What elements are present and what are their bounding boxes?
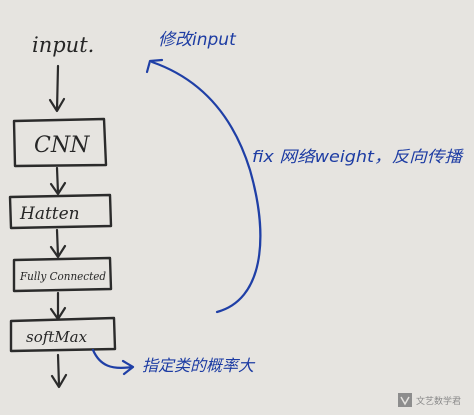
input-label: input. <box>32 33 94 57</box>
arrow-input-cnn-head <box>48 97 66 113</box>
fix-weight-annotation: fix 网络weight，反向传播 <box>252 147 464 166</box>
backprop-curve-head <box>145 58 164 74</box>
watermark-logo-icon <box>398 393 412 407</box>
arrow-softmax-output-head <box>50 373 68 389</box>
blue-arrow-softmax-head <box>121 359 135 376</box>
flatten-box <box>8 193 113 230</box>
arrow-input-cnn <box>55 64 60 112</box>
softmax-box <box>9 316 117 353</box>
softmax-label: softMax <box>26 328 88 346</box>
blue-arrow-softmax <box>91 348 134 369</box>
watermark-logo-mark <box>400 396 410 406</box>
fully-connected-box <box>12 256 113 293</box>
arrow-softmax-output <box>56 353 61 387</box>
arrow-flatten-fc-head <box>49 244 67 259</box>
fully-connected-label: Fully Connected <box>19 270 106 283</box>
arrow-cnn-flatten-head <box>49 181 67 196</box>
cnn-label: CNN <box>34 133 90 158</box>
cnn-box <box>12 117 108 168</box>
modify-input-annotation: 修改input <box>158 30 237 50</box>
arrow-cnn-flatten <box>55 166 60 195</box>
target-prob-annotation: 指定类的概率大 <box>142 356 256 375</box>
backprop-curve <box>150 60 262 314</box>
flatten-label: Hatten <box>19 204 80 224</box>
watermark: 文艺数学君 <box>398 393 461 407</box>
arrow-flatten-fc <box>55 228 60 258</box>
watermark-text: 文艺数学君 <box>416 395 461 407</box>
